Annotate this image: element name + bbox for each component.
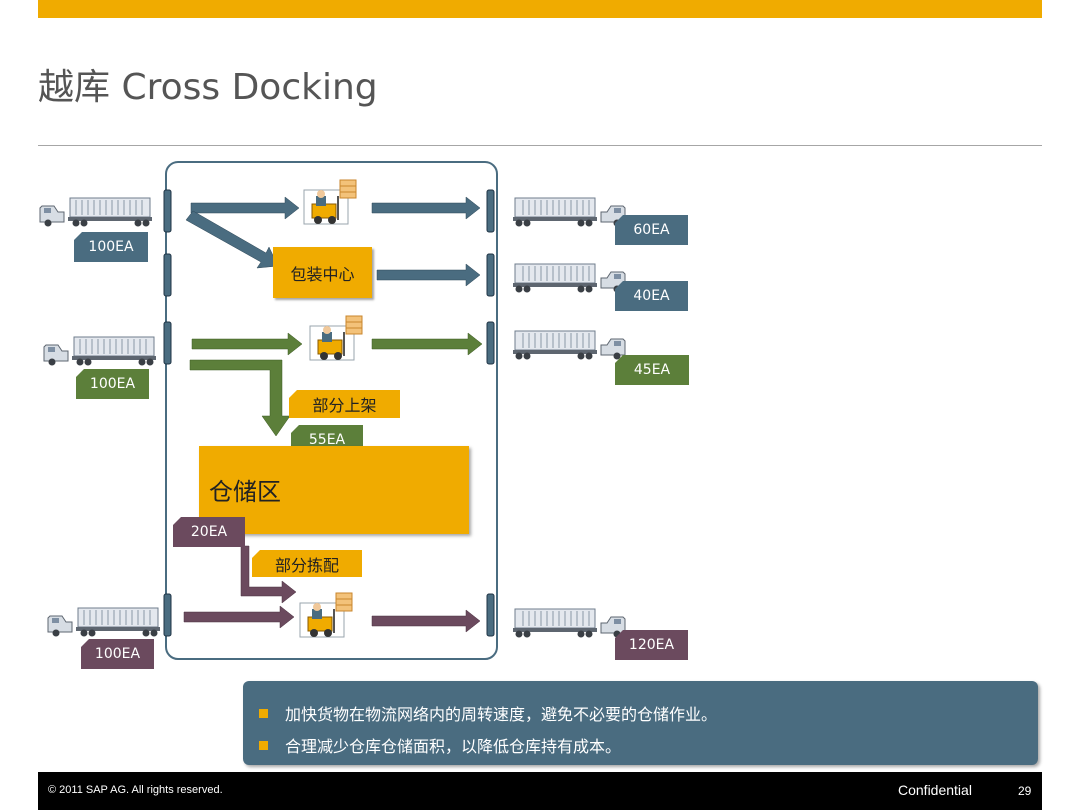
- pick-quantity-tag: 20EA: [173, 517, 245, 547]
- title-divider: [38, 145, 1042, 146]
- copyright-text: © 2011 SAP AG. All rights reserved.: [48, 784, 223, 796]
- dock-door-icon: [163, 189, 172, 233]
- arrow-icon: [371, 609, 481, 633]
- arrow-icon: [185, 210, 279, 269]
- arrow-icon: [189, 359, 291, 437]
- page-number: 29: [1018, 784, 1032, 798]
- inbound-truck-icon-1: [39, 197, 153, 227]
- benefit-item: 合理减少仓库仓储面积，以降低仓库持有成本。: [259, 729, 1038, 761]
- arrow-icon: [371, 196, 481, 220]
- outbound-quantity-tag: 60EA: [615, 215, 688, 245]
- dock-door-icon: [486, 253, 495, 297]
- outbound-truck-icon-3: [512, 330, 626, 360]
- dock-door-icon: [163, 321, 172, 365]
- inbound-truck-icon-2: [43, 336, 157, 366]
- benefit-text: 加快货物在物流网络内的周转速度，避免不必要的仓储作业。: [285, 705, 718, 724]
- bullet-icon: [259, 708, 268, 718]
- inbound-truck-icon-3: [47, 607, 161, 637]
- forklift-icon-1: [303, 179, 357, 225]
- dock-door-icon: [486, 189, 495, 233]
- arrow-icon: [191, 332, 303, 356]
- page-title: 越库 Cross Docking: [38, 67, 378, 108]
- footer-bar: © 2011 SAP AG. All rights reserved. Conf…: [38, 772, 1042, 810]
- inbound-quantity-tag: 100EA: [74, 232, 148, 262]
- arrow-icon: [190, 196, 300, 220]
- outbound-truck-icon-1: [512, 197, 626, 227]
- forklift-icon-2: [309, 315, 363, 361]
- benefit-text: 合理减少仓库仓储面积，以降低仓库持有成本。: [285, 737, 622, 756]
- outbound-quantity-tag: 120EA: [615, 630, 688, 660]
- partial-putaway-label: 部分上架: [289, 390, 400, 418]
- dock-door-icon: [163, 593, 172, 637]
- dock-door-icon: [486, 593, 495, 637]
- partial-picking-label: 部分拣配: [252, 550, 362, 577]
- confidential-label: Confidential: [898, 782, 972, 798]
- outbound-quantity-tag: 45EA: [615, 355, 689, 385]
- forklift-icon-3: [299, 592, 353, 638]
- benefits-box: 加快货物在物流网络内的周转速度，避免不必要的仓储作业。 合理减少仓库仓储面积，以…: [243, 681, 1038, 765]
- bullet-icon: [259, 740, 268, 750]
- arrow-icon: [376, 263, 481, 287]
- outbound-truck-icon-2: [512, 263, 626, 293]
- packing-center-box: 包装中心: [273, 247, 372, 298]
- outbound-truck-icon-4: [512, 608, 626, 638]
- dock-building-outline: [165, 161, 498, 660]
- storage-area-label: 仓储区: [209, 478, 281, 506]
- outbound-quantity-tag: 40EA: [615, 281, 688, 311]
- inbound-quantity-tag: 100EA: [81, 639, 154, 669]
- inbound-quantity-tag: 100EA: [76, 369, 149, 399]
- benefit-item: 加快货物在物流网络内的周转速度，避免不必要的仓储作业。: [259, 697, 1038, 729]
- dock-door-icon: [163, 253, 172, 297]
- arrow-icon: [371, 332, 483, 356]
- top-accent-bar: [38, 0, 1042, 18]
- arrow-icon: [240, 545, 297, 604]
- arrow-icon: [183, 605, 295, 629]
- dock-door-icon: [486, 321, 495, 365]
- cross-docking-diagram: [39, 161, 626, 660]
